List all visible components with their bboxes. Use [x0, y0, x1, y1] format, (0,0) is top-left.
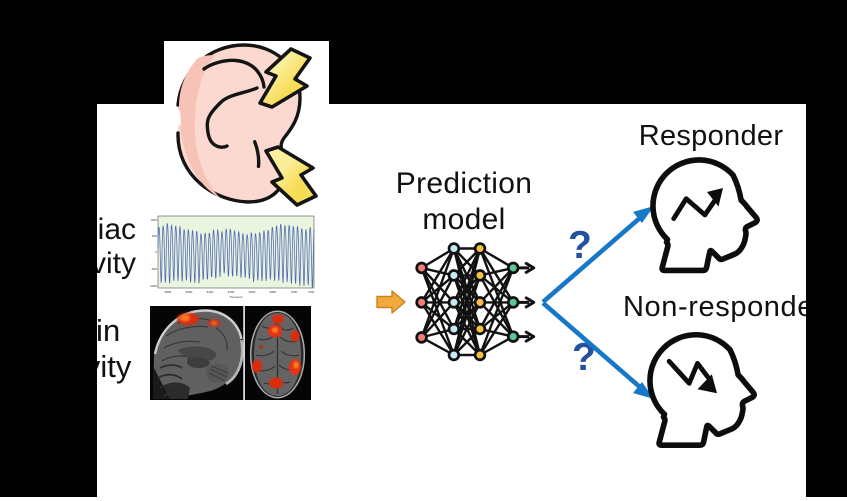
svg-text:1000: 1000: [150, 218, 157, 222]
svg-text:6400: 6400: [228, 290, 235, 294]
svg-text:-500: -500: [151, 267, 157, 271]
svg-text:5800: 5800: [165, 290, 172, 294]
svg-text:500: 500: [152, 234, 157, 238]
svg-text:6000: 6000: [186, 290, 193, 294]
svg-text:-1000: -1000: [149, 284, 157, 288]
svg-text:6800: 6800: [270, 290, 277, 294]
svg-text:Time(sec): Time(sec): [229, 295, 242, 299]
svg-text:7000: 7000: [291, 290, 298, 294]
svg-text:0: 0: [155, 250, 157, 254]
svg-text:6600: 6600: [249, 290, 256, 294]
svg-text:6200: 6200: [207, 290, 214, 294]
svg-text:7200: 7200: [308, 290, 315, 294]
